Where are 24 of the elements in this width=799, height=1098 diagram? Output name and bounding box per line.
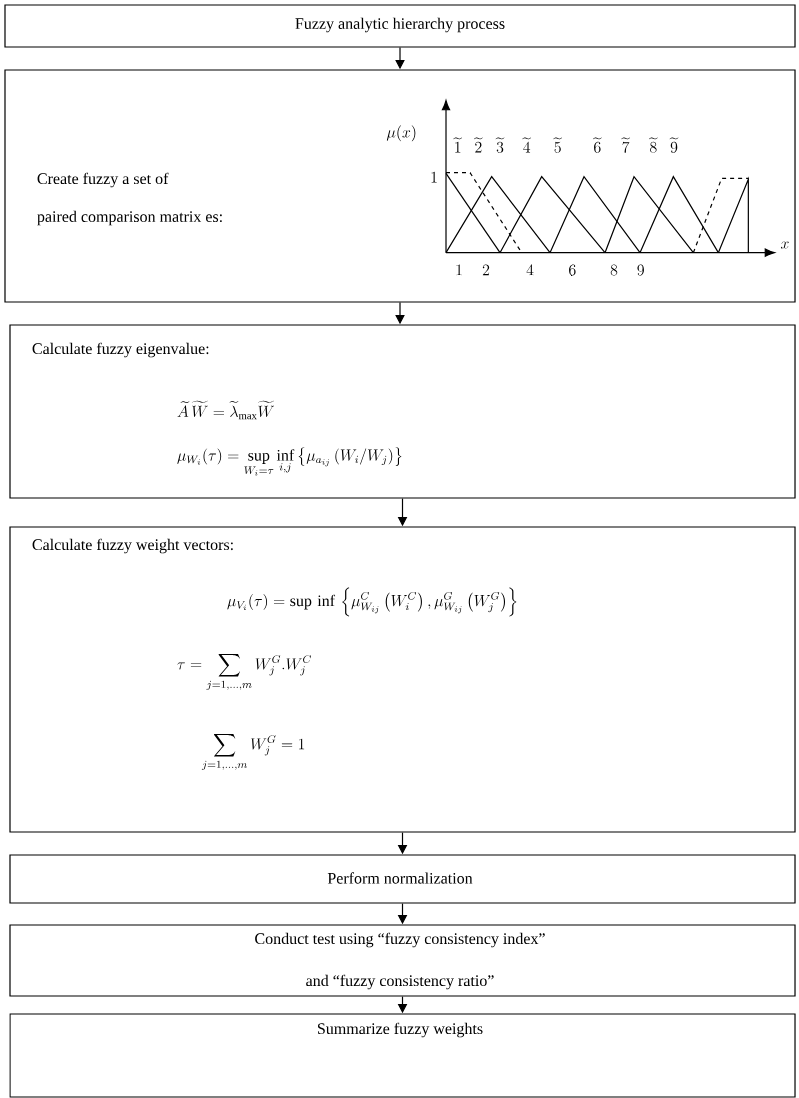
axis-label: $\widetilde{6}$ bbox=[592, 137, 602, 153]
axis-label: $8$ bbox=[610, 264, 618, 276]
process-box: Calculate fuzzy eigenvalue: $\widetilde{A}\,\widetilde{W} = \widetilde{\lambda}_{\max}\widetilde{W}$ $\mu_{W_i}(\tau) = \sup_{W_i=\tau}\inf_{i,j}\left\{\mu_{a_{ij}}\left(W_i/W_j\right)\right\}$ bbox=[9, 324, 796, 499]
axis-label: $6$ bbox=[569, 264, 576, 276]
axis-label: $2$ bbox=[482, 264, 490, 276]
axis-label: $\widetilde{9}$ bbox=[669, 137, 679, 153]
process-box: Calculate fuzzy weight vectors: $\mu_{V_i}(\tau) = \sup\,\inf\,\left\{\mu^{C}_{W_{ij}}\left(W_i^{C}\right),\mu^{G}_{W_{ij}}\left(W_j^{G}\right)\right\}$ $\tau = \sum_{j=1,\ldots,m} W_j^{G}.W_j^{C}$ $\sum_{j=1,\ldots,m} W_j^{G} = 1$ bbox=[9, 526, 796, 833]
axis-label: $\widetilde{3}$ bbox=[495, 137, 505, 153]
axis-label: $\widetilde{5}$ bbox=[553, 137, 563, 153]
axis-label: $\widetilde{8}$ bbox=[648, 137, 658, 153]
axis-label: $x$ bbox=[781, 241, 789, 249]
axis-label: $\widetilde{1}$ bbox=[453, 137, 463, 153]
process-box: Summarize fuzzy weights bbox=[9, 1013, 796, 1098]
axis-label: $\widetilde{7}$ bbox=[621, 137, 631, 153]
axis-label: $4$ bbox=[526, 264, 534, 276]
axis-label: $1$ bbox=[456, 264, 462, 276]
process-box: Conduct test using “fuzzy consistency index” and “fuzzy consistency ratio” bbox=[9, 924, 796, 997]
process-box: Fuzzy analytic hierarchy process bbox=[4, 4, 796, 48]
axis-label: $\widetilde{4}$ bbox=[522, 137, 532, 153]
axis-label: $9$ bbox=[637, 264, 644, 276]
axis-label: $\mu(x)$ bbox=[386, 125, 416, 142]
axis-label: $1$ bbox=[431, 171, 437, 183]
process-box: Perform normalization bbox=[9, 854, 796, 904]
axis-label: $\widetilde{2}$ bbox=[473, 137, 483, 153]
